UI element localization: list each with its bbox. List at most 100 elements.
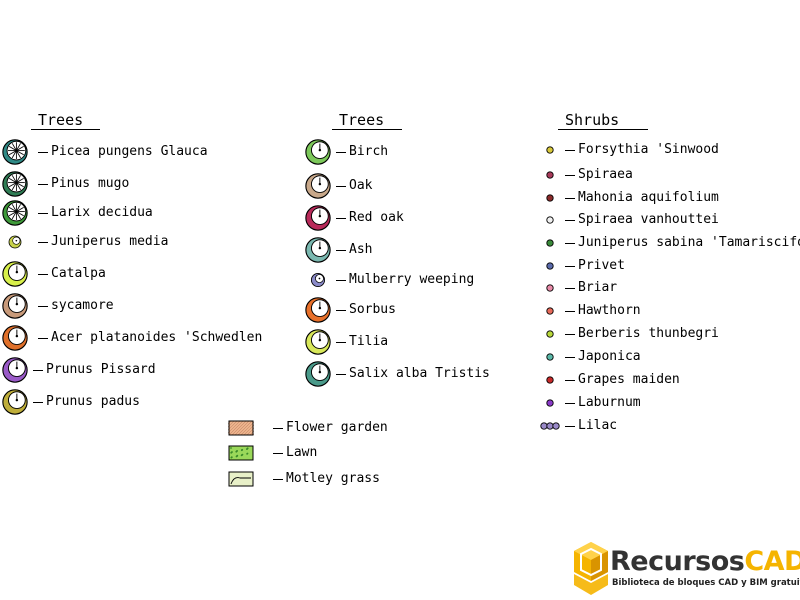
tree-legend-item: Sorbus [303, 297, 396, 323]
leader-dash [565, 197, 575, 199]
leader-dash [336, 217, 346, 219]
leader-dash [336, 185, 346, 187]
shrub-symbol-icon [538, 329, 562, 339]
shrub-legend-item-label: Japonica [578, 349, 641, 364]
ground-cover-legend-item: Motley grass [227, 466, 380, 492]
shrub-legend-item-label: Juniperus sabina 'Tamariscifolia [578, 235, 800, 250]
deciduous-tree-symbol-icon [303, 204, 333, 232]
shrub-symbol-icon [538, 306, 562, 316]
tree-legend-item: sycamore [1, 293, 114, 319]
tree-legend-item-label: Tilia [349, 334, 389, 349]
leader-dash [273, 452, 283, 454]
small-tree-symbol-icon [1, 232, 29, 252]
tree-legend-item-label: Ash [349, 242, 373, 257]
shrub-legend-item-label: Briar [578, 280, 618, 295]
tree-legend-item: Prunus padus [1, 389, 140, 415]
conifer-symbol-icon [1, 138, 29, 166]
shrub-legend-item: Berberis thunbegri [538, 321, 719, 347]
deciduous-tree-symbol-icon [303, 296, 333, 324]
shrub-symbol-icon [538, 283, 562, 293]
tree-legend-item: Red oak [303, 205, 404, 231]
shrub-legend-item: Hawthorn [538, 298, 641, 324]
shrub-legend-item: Japonica [538, 344, 641, 370]
tree-legend-item-label: Oak [349, 178, 373, 193]
deciduous-tree-symbol-icon [1, 388, 29, 416]
shrub-symbol-icon [538, 215, 562, 225]
logo-tagline: Biblioteca de bloques CAD y BIM gratuita [612, 578, 800, 588]
tree-legend-item: Prunus Pissard [1, 357, 156, 383]
tree-legend-item-label: Mulberry weeping [349, 272, 475, 287]
leader-dash [565, 219, 575, 221]
tree-legend-item: Pinus mugo [1, 171, 129, 197]
tree-legend-item-label: Catalpa [51, 266, 106, 281]
tree-legend-item: Catalpa [1, 261, 106, 287]
shrub-legend-item-label: Laburnum [578, 395, 641, 410]
leader-dash [336, 249, 346, 251]
tree-legend-item-label: Birch [349, 144, 389, 159]
tree-legend-item: Picea pungens Glauca [1, 139, 208, 165]
leader-dash [336, 309, 346, 311]
tree-legend-item: Birch [303, 139, 388, 165]
tree-legend-item: Salix alba Tristis [303, 361, 490, 387]
leader-dash [38, 305, 48, 307]
shrubs-column-title: Shrubs [565, 111, 620, 129]
shrub-legend-item: Briar [538, 275, 617, 301]
conifer-symbol-icon [1, 170, 29, 198]
tree-legend-item: Tilia [303, 329, 388, 355]
leader-dash [33, 401, 43, 403]
tree-legend-item-label: Pinus mugo [51, 176, 130, 191]
tree-legend-item-label: Prunus Pissard [46, 362, 156, 377]
tree-legend-item: Juniperus media [1, 229, 168, 255]
shrub-symbol-icon [538, 398, 562, 408]
tree-legend-item: Acer platanoides 'Schwedlen [1, 325, 262, 351]
deciduous-tree-symbol-icon [1, 356, 29, 384]
shrub-legend-item-label: Hawthorn [578, 303, 641, 318]
trees-column-title-1: Trees [38, 111, 84, 129]
deciduous-tree-symbol-icon [303, 138, 333, 166]
leader-dash [565, 265, 575, 267]
leader-dash [38, 212, 48, 214]
shrub-legend-item: Spiraea [538, 162, 633, 188]
tree-legend-item: Oak [303, 173, 372, 199]
shrub-legend-item-label: Forsythia 'Sinwood [578, 142, 719, 157]
tree-legend-item-label: Salix alba Tristis [349, 366, 490, 381]
leader-dash [336, 341, 346, 343]
shrub-symbol-icon [538, 261, 562, 271]
shrub-legend-item-label: Spiraea vanhouttei [578, 212, 719, 227]
shrub-legend-item: Lilac [538, 413, 617, 439]
leader-dash [38, 273, 48, 275]
leader-dash [273, 427, 283, 429]
tree-legend-item: Larix decidua [1, 200, 153, 226]
flower-garden-hatch-icon [227, 420, 255, 436]
shrub-legend-item: Grapes maiden [538, 367, 680, 393]
leader-dash [565, 402, 575, 404]
tree-legend-item: Ash [303, 237, 372, 263]
leader-dash [565, 287, 575, 289]
title-underline [558, 129, 648, 130]
trees-column-title-2: Trees [339, 111, 385, 129]
leader-dash [38, 337, 48, 339]
deciduous-tree-symbol-icon [1, 324, 29, 352]
shrub-legend-item: Laburnum [538, 390, 641, 416]
tree-legend-item-label: Red oak [349, 210, 404, 225]
logo-brand: RecursosCAD [610, 546, 800, 577]
ground-cover-legend-item-label: Flower garden [286, 420, 388, 435]
cube-logo-icon [574, 542, 608, 595]
shrub-symbol-icon [538, 421, 562, 431]
ground-cover-legend-item: Flower garden [227, 415, 388, 441]
ground-cover-legend-item-label: Lawn [286, 445, 318, 460]
leader-dash [38, 151, 48, 153]
leader-dash [336, 151, 346, 153]
ground-cover-legend-item: Lawn [227, 440, 317, 466]
shrub-symbol-icon [538, 193, 562, 203]
tree-legend-item-label: sycamore [51, 298, 114, 313]
deciduous-tree-symbol-icon [303, 328, 333, 356]
leader-dash [273, 478, 283, 480]
deciduous-tree-symbol-icon [303, 172, 333, 200]
shrub-symbol-icon [538, 352, 562, 362]
title-underline [332, 129, 402, 130]
leader-dash [336, 279, 346, 281]
shrub-legend-item-label: Privet [578, 258, 625, 273]
motley-grass-hatch-icon [227, 471, 255, 487]
shrub-legend-item-label: Lilac [578, 418, 618, 433]
